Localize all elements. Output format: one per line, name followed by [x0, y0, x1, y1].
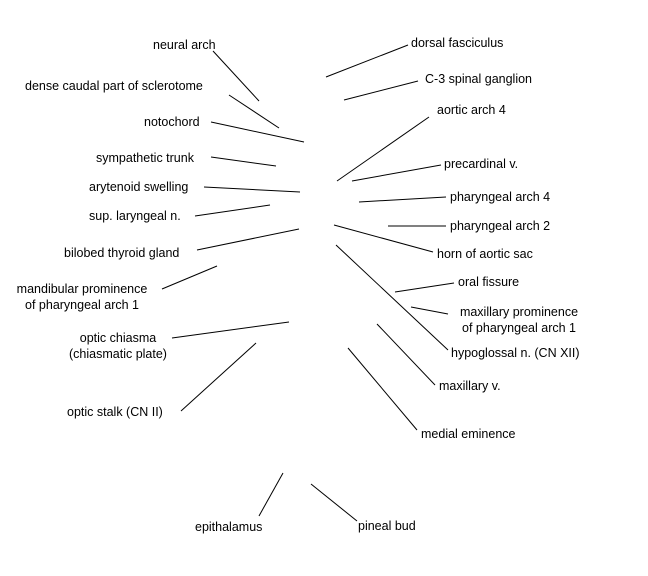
leader-line-dense-caudal [228, 94, 280, 129]
label-maxillary-prominence-line2: of pharyngeal arch 1 [462, 321, 576, 335]
label-epithalamus: epithalamus [195, 520, 263, 534]
label-optic-chiasma: optic chiasma (chiasmatic plate) [64, 330, 172, 362]
leader-line-bilobed-thyroid [196, 228, 300, 251]
label-optic-chiasma-line1: optic chiasma [79, 331, 157, 345]
leader-line-sympathetic-trunk [210, 156, 277, 167]
leader-line-maxillary-prominence [410, 306, 449, 315]
label-c3-spinal-ganglion: C-3 spinal ganglion [425, 72, 533, 86]
label-pharyngeal-arch-4: pharyngeal arch 4 [450, 190, 551, 204]
label-mandibular-prominence-line2: of pharyngeal arch 1 [25, 298, 139, 312]
label-precardinal-v: precardinal v. [444, 157, 519, 171]
leader-line-oral-fissure [394, 282, 455, 293]
label-maxillary-prominence: maxillary prominence of pharyngeal arch … [449, 304, 589, 336]
label-sympathetic-trunk: sympathetic trunk [96, 151, 194, 165]
leader-line-epithalamus [258, 472, 284, 517]
label-hypoglossal-n: hypoglossal n. (CN XII) [451, 346, 580, 360]
label-maxillary-prominence-line1: maxillary prominence [459, 305, 579, 319]
leader-line-arytenoid-swelling [203, 186, 301, 193]
label-bilobed-thyroid-gland: bilobed thyroid gland [64, 246, 180, 260]
leader-line-neural-arch [212, 50, 260, 102]
leader-line-pineal-bud [310, 483, 358, 522]
label-maxillary-v: maxillary v. [439, 379, 501, 393]
label-sup-laryngeal-n: sup. laryngeal n. [89, 209, 181, 223]
leader-line-pharyngeal-arch-4 [358, 196, 447, 203]
leader-line-notochord [210, 121, 305, 143]
label-mandibular-prominence-line1: mandibular prominence [16, 282, 148, 296]
leader-line-optic-stalk [180, 342, 257, 412]
label-optic-stalk: optic stalk (CN II) [67, 405, 163, 419]
leader-line-c3-ganglion [343, 80, 419, 101]
leader-line-optic-chiasma [171, 321, 290, 339]
label-dense-caudal-part-of-sclerotome: dense caudal part of sclerotome [25, 79, 203, 93]
label-neural-arch: neural arch [153, 38, 216, 52]
label-optic-chiasma-line2: (chiasmatic plate) [69, 347, 167, 361]
leader-line-horn-of-aortic-sac [333, 224, 434, 253]
label-notochord: notochord [144, 115, 200, 129]
leader-line-aortic-arch-4 [336, 116, 430, 182]
leader-line-sup-laryngeal [194, 204, 271, 217]
leader-line-dorsal-fasciculus [325, 44, 409, 78]
label-pharyngeal-arch-2: pharyngeal arch 2 [450, 219, 551, 233]
leader-line-mandibular-prominence [161, 265, 218, 290]
leader-line-precardinal-v [351, 164, 442, 182]
label-medial-eminence: medial eminence [421, 427, 516, 441]
label-mandibular-prominence: mandibular prominence of pharyngeal arch… [6, 281, 158, 313]
label-pineal-bud: pineal bud [358, 519, 416, 533]
label-dorsal-fasciculus: dorsal fasciculus [411, 36, 504, 50]
label-arytenoid-swelling: arytenoid swelling [89, 180, 189, 194]
leader-line-hypoglossal-n [335, 244, 449, 351]
label-horn-of-aortic-sac: horn of aortic sac [437, 247, 533, 261]
label-oral-fissure: oral fissure [458, 275, 520, 289]
label-aortic-arch-4: aortic arch 4 [437, 103, 506, 117]
leader-line-maxillary-v [376, 323, 436, 386]
leader-line-medial-eminence [347, 347, 418, 431]
